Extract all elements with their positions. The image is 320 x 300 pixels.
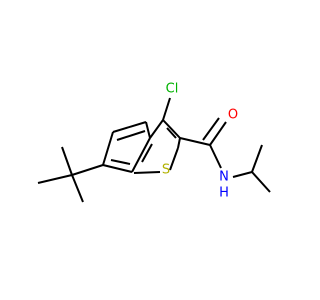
bond-carbonyl-o xyxy=(209,121,227,146)
bond-ring-c7-c7a xyxy=(131,137,151,173)
bond-tbu-to-ring xyxy=(71,164,104,176)
hydrogen-label: H xyxy=(219,186,229,201)
bond-ring-c7a-c4a-double xyxy=(141,143,153,163)
bond-ring-c4-c4a xyxy=(145,121,151,139)
bond-c2-s xyxy=(177,137,181,149)
bond-c4a-c3 xyxy=(149,119,164,139)
molecule-drawing: Cl O S N H xyxy=(37,82,271,203)
bond-carbonyl-o-double xyxy=(202,117,220,141)
atom-labels: Cl O S N H xyxy=(162,82,238,201)
bond-s-c7a xyxy=(133,171,161,174)
bond-ring-c6-c7 xyxy=(102,164,133,173)
sulfur-label: S xyxy=(162,163,170,178)
bond-ring-c4-c4a-double xyxy=(116,130,146,141)
bond-tbu-methyl-down xyxy=(71,174,84,203)
bond-tbu-methyl-left xyxy=(37,174,73,184)
bond-ch-methyl-down xyxy=(251,171,271,193)
bonds xyxy=(37,97,271,203)
bond-carbonyl-n xyxy=(209,144,222,169)
bond-n-ch xyxy=(232,171,253,178)
structure-canvas: Cl O S N H xyxy=(37,82,271,203)
nitrogen-label: N xyxy=(219,170,229,185)
chlorine-label: Cl xyxy=(166,82,179,97)
bond-c3-cl xyxy=(162,97,171,121)
bond-ring-c5-c4 xyxy=(112,121,147,133)
bond-ring-c6-c5 xyxy=(102,131,114,166)
bond-c3-c2-double xyxy=(166,127,177,139)
bond-ch-methyl-up xyxy=(251,144,263,173)
bond-ring-c6-c7-double xyxy=(110,159,131,165)
bond-c2-carbonyl xyxy=(179,137,211,146)
bond-c3-c2 xyxy=(162,119,181,139)
bond-tbu-methyl-up xyxy=(61,146,73,176)
oxygen-label: O xyxy=(228,108,238,123)
bond-c7a-s xyxy=(169,147,179,171)
